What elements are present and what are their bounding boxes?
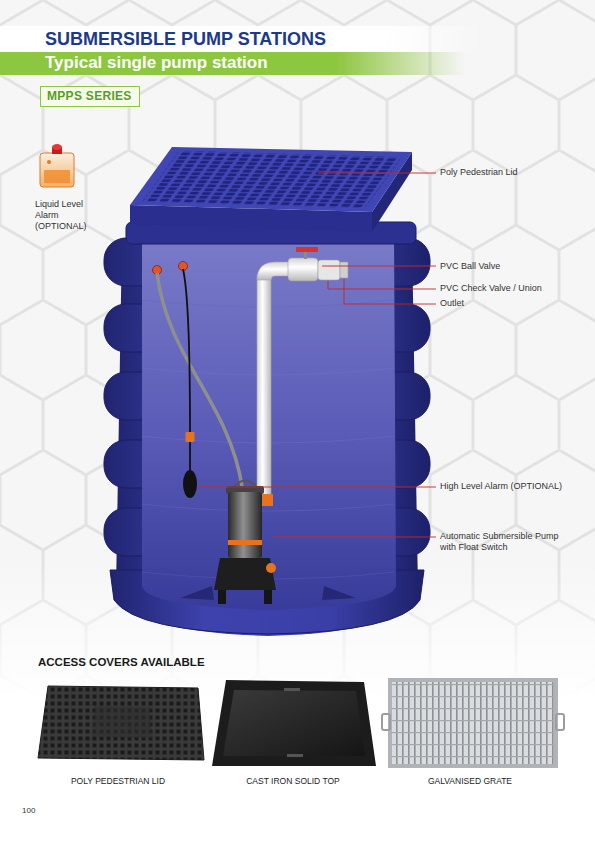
alarm-box-icon (47, 160, 51, 164)
discharge-pipe (257, 247, 348, 500)
page-number: 100 (22, 806, 35, 816)
submersible-pump (214, 558, 276, 590)
alarm-box-icon (52, 144, 62, 150)
photo-caption: CAST IRON SOLID TOP (213, 776, 373, 786)
galvanised-grate-photo (382, 714, 390, 730)
discharge-pipe (257, 262, 290, 280)
section-heading: ACCESS COVERS AVAILABLE (38, 656, 205, 670)
cast-iron-photo (284, 688, 300, 691)
leader-lines (318, 173, 436, 174)
pump-cables (183, 470, 197, 498)
pedestrian-lid (142, 151, 402, 208)
submersible-pump (228, 492, 262, 558)
discharge-pipe (318, 260, 340, 280)
cast-iron-photo (287, 754, 303, 757)
leader-lines (198, 487, 436, 488)
part-label: Automatic Submersible Pump with Float Sw… (440, 531, 565, 554)
galvanised-grate-photo (556, 714, 564, 730)
photo-caption: GALVANISED GRATE (390, 776, 550, 786)
cast-iron-photo (223, 690, 365, 756)
alarm-box-icon (40, 153, 74, 187)
pump-cables (186, 432, 195, 442)
discharge-pipe (296, 247, 318, 252)
pedestrian-lid (130, 147, 412, 212)
part-label: PVC Check Valve / Union (440, 283, 542, 294)
leader-lines (344, 279, 436, 304)
alarm-box-icon (40, 144, 74, 187)
leader-lines (322, 266, 436, 267)
discharge-pipe (288, 258, 318, 281)
tank-interior (142, 236, 396, 610)
galvanised-grate-photo (390, 680, 556, 766)
part-label: Liquid Level Alarm (OPTIONAL) (35, 199, 97, 231)
discharge-pipe (257, 275, 271, 500)
node-text: Typical single pump station (45, 53, 446, 73)
galvanised-grate-photo (390, 680, 556, 766)
pump-cables (157, 269, 242, 498)
series-box: MPPS SERIES (40, 86, 140, 107)
poly-lid-photo (92, 706, 152, 738)
galvanised-grate-photo (382, 680, 564, 766)
part-label: Poly Pedestrian Lid (440, 167, 518, 178)
part-label: PVC Ball Valve (440, 261, 500, 272)
leader-lines (198, 173, 436, 537)
wall-glands (153, 262, 188, 275)
leader-lines (274, 537, 436, 538)
background (0, 26, 480, 52)
part-label: High Level Alarm (OPTIONAL) (440, 481, 562, 492)
photo-caption: POLY PEDESTRIAN LID (38, 776, 198, 786)
submersible-pump (218, 590, 226, 604)
poly-lid-photo (38, 686, 204, 760)
subtitle-band: Typical single pump station (0, 52, 466, 75)
poly-lid-photo (38, 686, 204, 760)
submersible-pump (214, 481, 276, 605)
tank-interior (142, 236, 396, 610)
poly-lid-photo (38, 686, 204, 760)
cast-iron-photo (212, 680, 376, 766)
pump-cables (157, 273, 242, 486)
node-text: MPPS SERIES (47, 89, 133, 103)
submersible-pump (266, 563, 276, 573)
page-title: SUBMERSIBLE PUMP STATIONS (45, 29, 326, 51)
submersible-pump (228, 540, 262, 545)
discharge-pipe (304, 251, 307, 259)
pedestrian-lid (130, 147, 412, 232)
cast-iron-photo (212, 680, 376, 766)
submersible-pump (264, 590, 272, 604)
submersible-pump (262, 494, 273, 506)
alarm-box-icon (44, 170, 70, 183)
discharge-pipe (340, 262, 348, 278)
part-label: Outlet (440, 298, 464, 309)
pedestrian-lid (142, 151, 402, 208)
